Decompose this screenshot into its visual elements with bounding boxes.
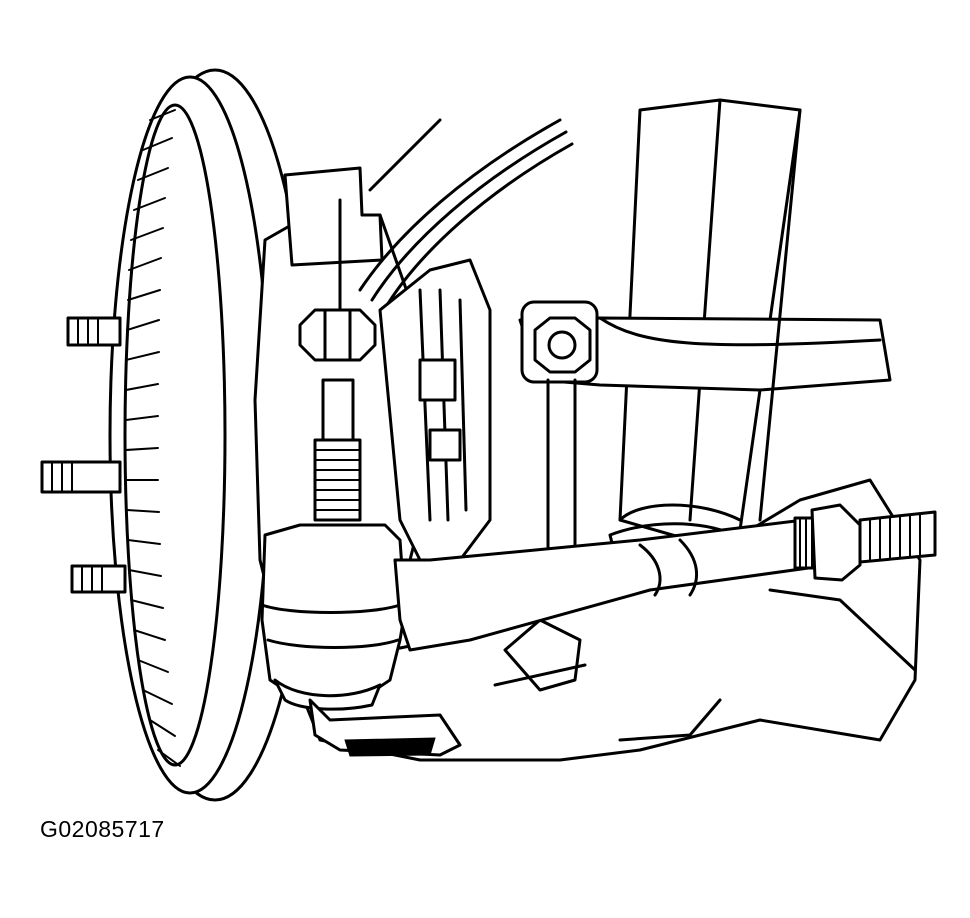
ball-joint <box>308 698 462 757</box>
wheel-studs <box>40 316 127 594</box>
tie-rod-icon <box>260 503 937 711</box>
wheel-hub-icon <box>378 258 492 562</box>
tie-rod-nut <box>298 308 377 362</box>
frame-outline <box>758 108 802 522</box>
stabilizer-link <box>518 300 892 562</box>
tie-rod-stud <box>313 378 362 522</box>
figure-id-label: G02085717 <box>40 816 165 842</box>
